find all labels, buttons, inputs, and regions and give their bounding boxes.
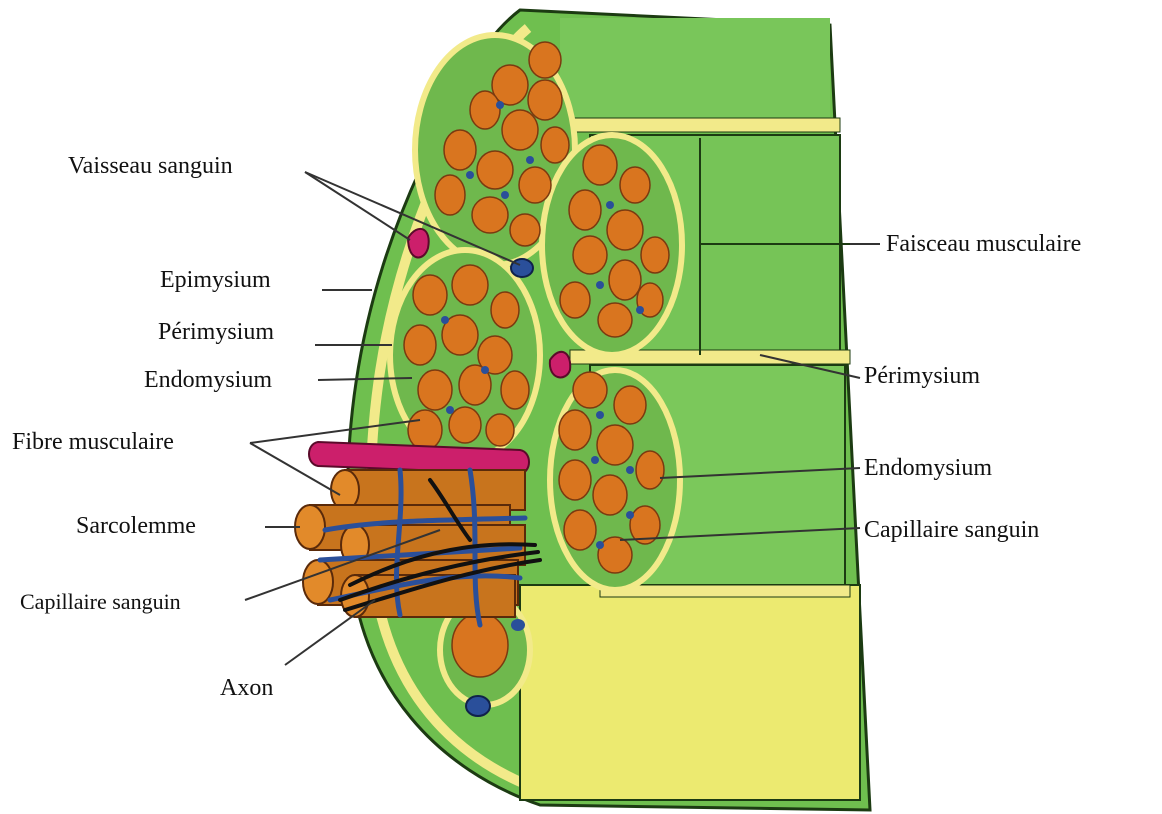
label-capillaire-sanguin-left: Capillaire sanguin (20, 588, 181, 616)
label-epimysium: Epimysium (160, 266, 271, 294)
label-vaisseau-sanguin: Vaisseau sanguin (68, 152, 233, 180)
perimysium-strip-top (560, 118, 840, 132)
label-perimysium-right: Périmysium (864, 362, 980, 390)
label-endomysium-left: Endomysium (144, 366, 272, 394)
label-capillaire-sanguin-right: Capillaire sanguin (864, 516, 1039, 544)
blood-vessel-center (550, 352, 570, 378)
upper-longitudinal-surface (560, 18, 830, 130)
yellow-longitudinal-surface (520, 585, 860, 800)
blood-vessel-left (408, 229, 429, 258)
label-sarcolemme: Sarcolemme (76, 512, 196, 540)
label-faisceau-musculaire: Faisceau musculaire (886, 230, 1081, 258)
blood-vessel-blue-bottom (466, 696, 490, 716)
label-axon: Axon (220, 674, 273, 702)
perimysium-strip-bottom (600, 585, 850, 597)
label-endomysium-right: Endomysium (864, 454, 992, 482)
blood-vessel-blue-small (511, 619, 525, 631)
label-perimysium-left: Périmysium (158, 318, 274, 346)
label-fibre-musculaire: Fibre musculaire (12, 428, 174, 456)
